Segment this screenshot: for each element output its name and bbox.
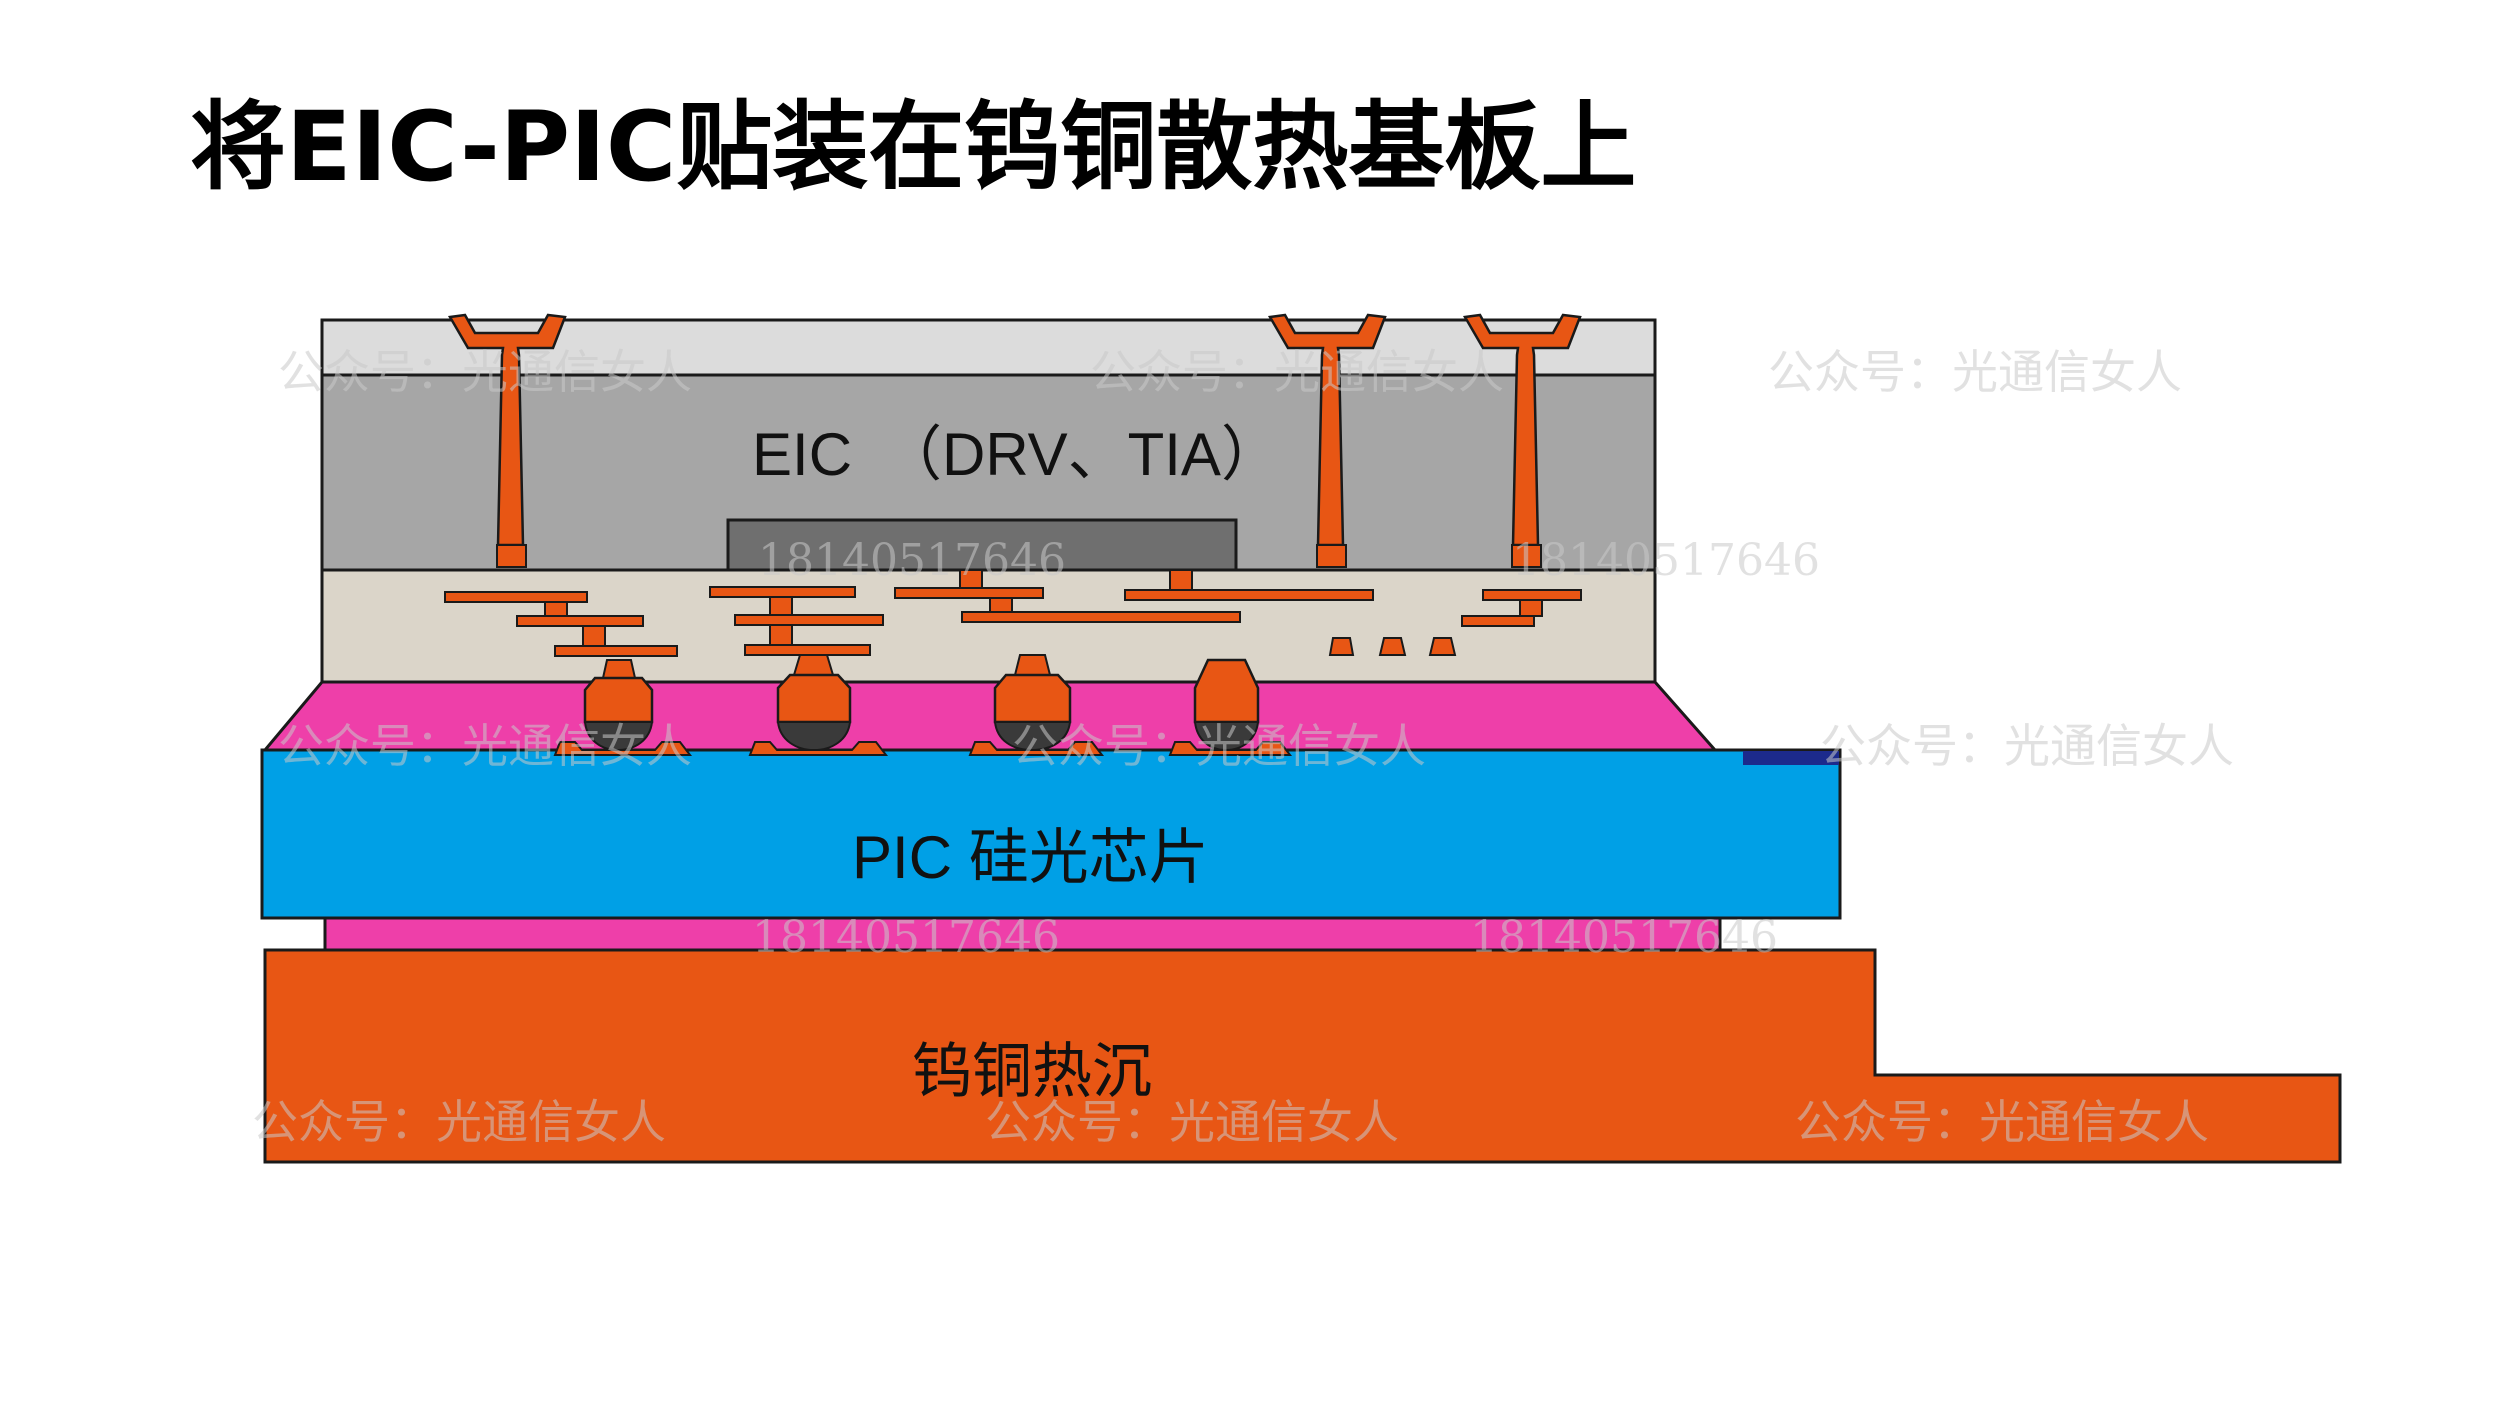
heatsink-block xyxy=(263,948,2342,1164)
watermark-phone: 18140517646 xyxy=(1470,912,1778,963)
eic-inner-die xyxy=(726,518,1238,572)
watermark-account: 公众号：光通信女人 xyxy=(278,719,692,773)
watermark-phone: 18140517646 xyxy=(1512,535,1820,586)
micro-bump xyxy=(1168,658,1293,756)
watermark-account: 公众号：光通信女人 xyxy=(985,1095,1399,1149)
watermarks: 公众号：光通信女人 公众号：光通信女人 公众号：光通信女人 公众号：光通信女人 … xyxy=(252,345,2234,1149)
pic-label: PIC 硅光芯片 xyxy=(852,824,1209,891)
micro-bump xyxy=(553,659,693,756)
pic-chip xyxy=(260,748,1842,920)
watermark-account: 公众号：光通信女人 xyxy=(1820,719,2234,773)
slide-title: 将EIC-PIC贴装在钨铜散热基板上 xyxy=(190,91,1637,203)
watermark-phone: 18140517646 xyxy=(758,535,1066,586)
watermark-account: 公众号：光通信女人 xyxy=(1768,345,2182,399)
watermark-account: 公众号：光通信女人 xyxy=(1795,1095,2209,1149)
through-via xyxy=(1462,313,1582,568)
rdl-traces xyxy=(444,569,1582,657)
watermark-account: 公众号：光通信女人 xyxy=(278,345,692,399)
eic-label: EIC （DRV、TIA） xyxy=(752,421,1281,488)
micro-bump xyxy=(748,654,889,756)
pic-edge-pad xyxy=(1743,751,1839,765)
heatsink-label: 钨铜热沉 xyxy=(912,1038,1152,1105)
through-via xyxy=(447,313,567,568)
watermark-account: 公众号：光通信女人 xyxy=(1090,345,1504,399)
through-via xyxy=(1267,313,1387,568)
watermark-account: 公众号：光通信女人 xyxy=(252,1095,666,1149)
watermark-phone: 18140517646 xyxy=(752,912,1060,963)
micro-bump xyxy=(968,654,1105,756)
bottom-adhesive-layer xyxy=(323,916,1722,952)
watermark-account: 公众号：光通信女人 xyxy=(1012,719,1426,773)
